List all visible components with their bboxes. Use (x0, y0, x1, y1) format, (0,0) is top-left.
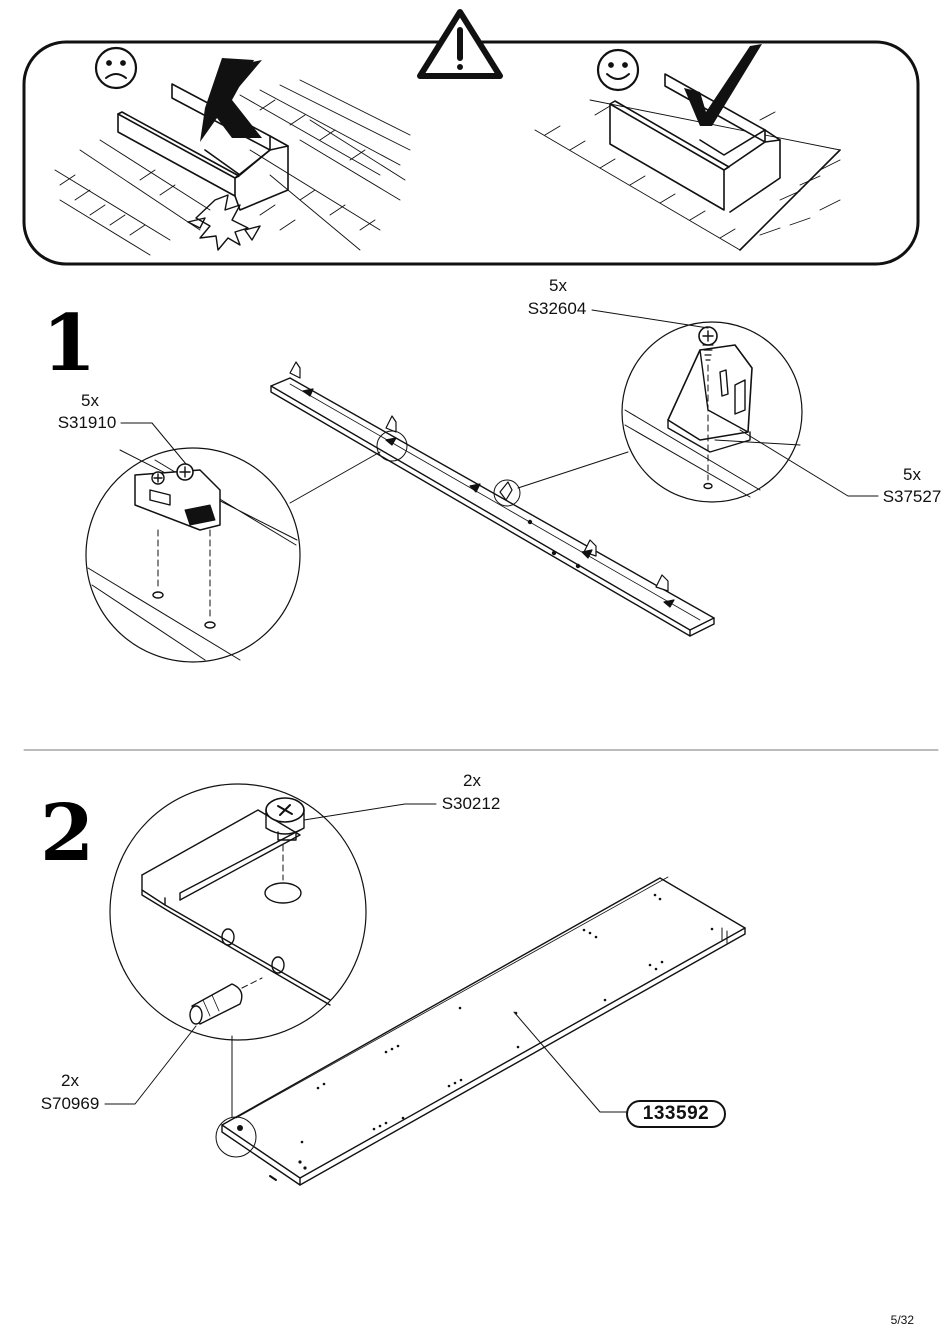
happy-face-icon (596, 48, 640, 92)
long-board (270, 377, 715, 637)
part-s31910-code: S31910 (57, 413, 117, 432)
part-s37527-code: S37527 (882, 487, 942, 506)
part-s70969-code: S70969 (40, 1094, 100, 1113)
part-s37527-qty: 5x (903, 465, 921, 484)
box-on-hard-floor (117, 83, 289, 211)
brackets-on-board (289, 361, 675, 608)
cross-mark-icon (200, 58, 262, 142)
dowel (189, 983, 243, 1025)
breakage-marks (187, 194, 261, 251)
warning-triangle-icon (417, 9, 503, 79)
step2-illustration (104, 783, 746, 1186)
part-s30212-code: S30212 (441, 794, 501, 813)
detail-circle-right (591, 309, 879, 503)
part-s70969-qty: 2x (61, 1071, 79, 1090)
part-s31910-qty: 5x (81, 391, 99, 410)
board-part-number: 133592 (626, 1100, 726, 1128)
soft-floor (534, 99, 841, 251)
step-2-number: 2 (40, 788, 95, 879)
part-s32604-qty: 5x (549, 276, 567, 295)
panel-133592 (221, 876, 746, 1186)
sad-face-icon (94, 46, 138, 90)
part-s32604-code: S32604 (527, 299, 587, 318)
step-1-number: 1 (42, 298, 97, 389)
hard-floor (54, 79, 411, 256)
detail-circle-step2 (104, 783, 437, 1105)
step1-illustration (85, 309, 879, 663)
part-s30212-qty: 2x (463, 771, 481, 790)
check-mark-icon (684, 44, 762, 126)
page-number: 5/32 (890, 1313, 914, 1327)
warning-panel (22, 9, 920, 266)
detail-circle-left (85, 422, 301, 663)
cam-lock (265, 797, 305, 841)
